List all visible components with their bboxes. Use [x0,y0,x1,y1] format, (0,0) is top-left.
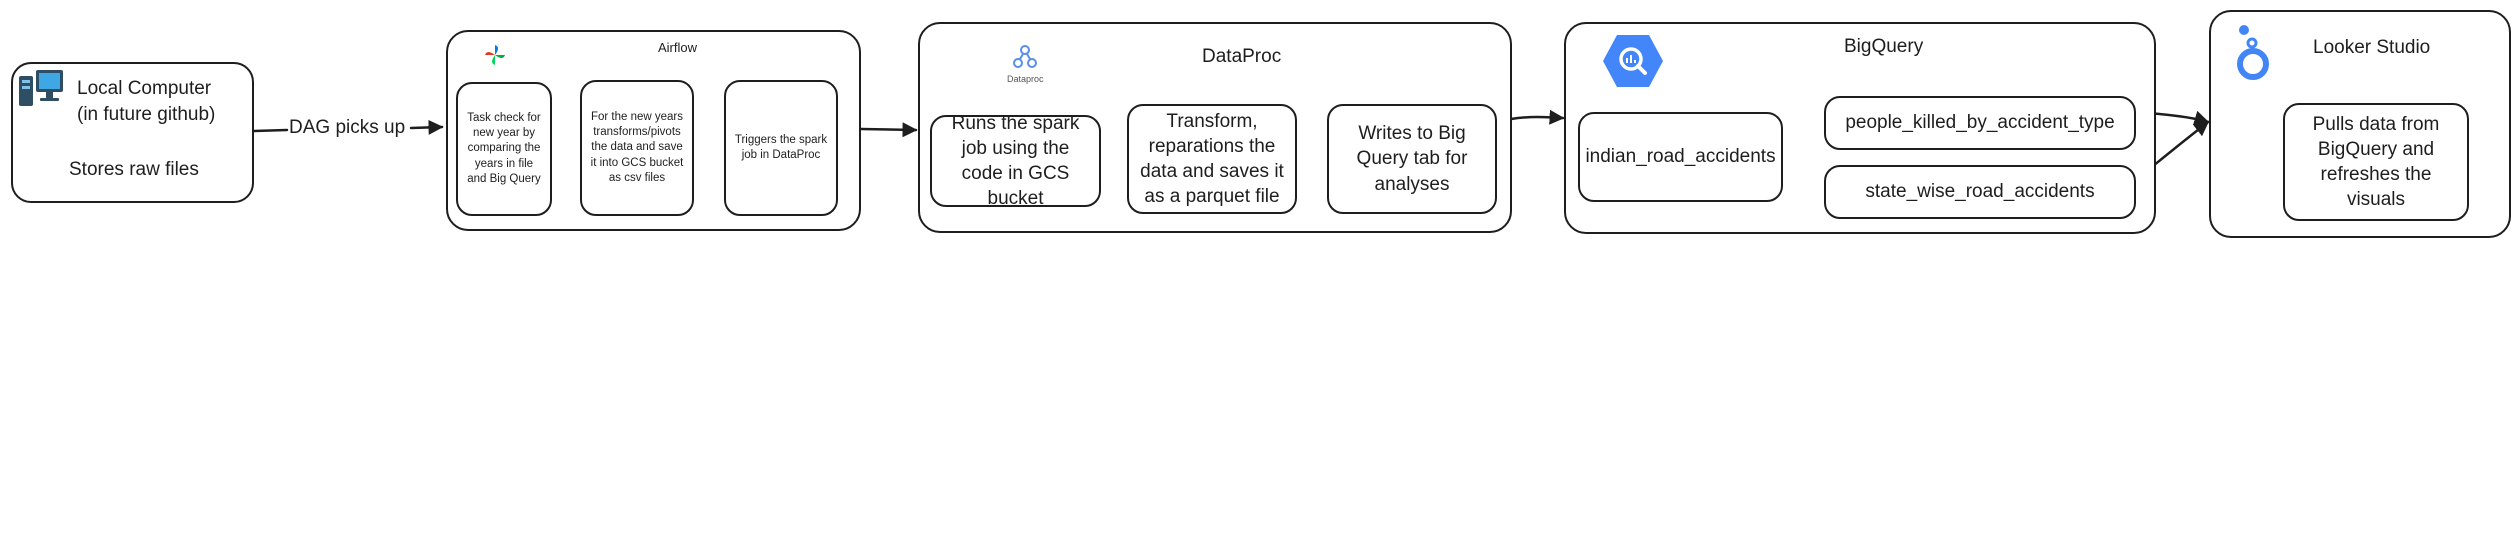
dataproc-title: DataProc [1202,46,1282,67]
dataproc-step-transform-parquet: Transform, reparations the data and save… [1127,104,1297,214]
local-computer-node: Local Computer (in future github) Stores… [11,62,254,203]
dataproc-icon [1013,45,1037,68]
dataproc-step-write-bigquery: Writes to Big Query tab for analyses [1327,104,1497,214]
dataproc-step-run-spark: Runs the spark job using the code in GCS… [930,113,1101,209]
bigquery-container: BigQuery indian_road_accidents people_ki… [1564,22,2156,234]
arrow-local-to-label [251,128,289,133]
bigquery-table-indian-road-accidents: indian_road_accidents [1578,112,1783,202]
looker-studio-desc: Pulls data from BigQuery and refreshes t… [2283,103,2469,221]
airflow-step-transform-save-gcs: For the new years transforms/pivots the … [580,80,694,216]
bigquery-icon [1603,35,1663,87]
airflow-title: Airflow [658,40,698,55]
local-computer-desc: Stores raw files [69,159,199,180]
looker-studio-container: Looker Studio Pulls data from BigQuery a… [2209,10,2511,238]
bigquery-title: BigQuery [1844,36,1924,57]
arrow-label-to-airflow [409,119,444,135]
arrow-dataproc-to-bigquery [1509,109,1565,125]
looker-studio-icon [2237,25,2269,80]
airflow-step-trigger-spark: Triggers the spark job in DataProc [724,80,838,216]
airflow-pinwheel-icon [485,45,505,65]
bigquery-table-state-wise: state_wise_road_accidents [1824,165,2136,219]
dataproc-container: Dataproc DataProc Runs the spark job usi… [918,22,1512,233]
local-computer-subtitle: (in future github) [77,104,216,125]
dataproc-icon-caption: Dataproc [1007,74,1044,84]
computer-icon [19,70,63,106]
local-computer-title: Local Computer [77,78,212,99]
bigquery-table-people-killed: people_killed_by_accident_type [1824,96,2136,150]
looker-studio-title: Looker Studio [2313,37,2431,58]
airflow-container: Airflow Task check for new year by compa… [446,30,861,231]
airflow-step-check-years: Task check for new year by comparing the… [456,82,552,216]
edge-label-dag-picks-up: DAG picks up [289,117,406,138]
arrow-airflow-to-dataproc [859,122,918,138]
